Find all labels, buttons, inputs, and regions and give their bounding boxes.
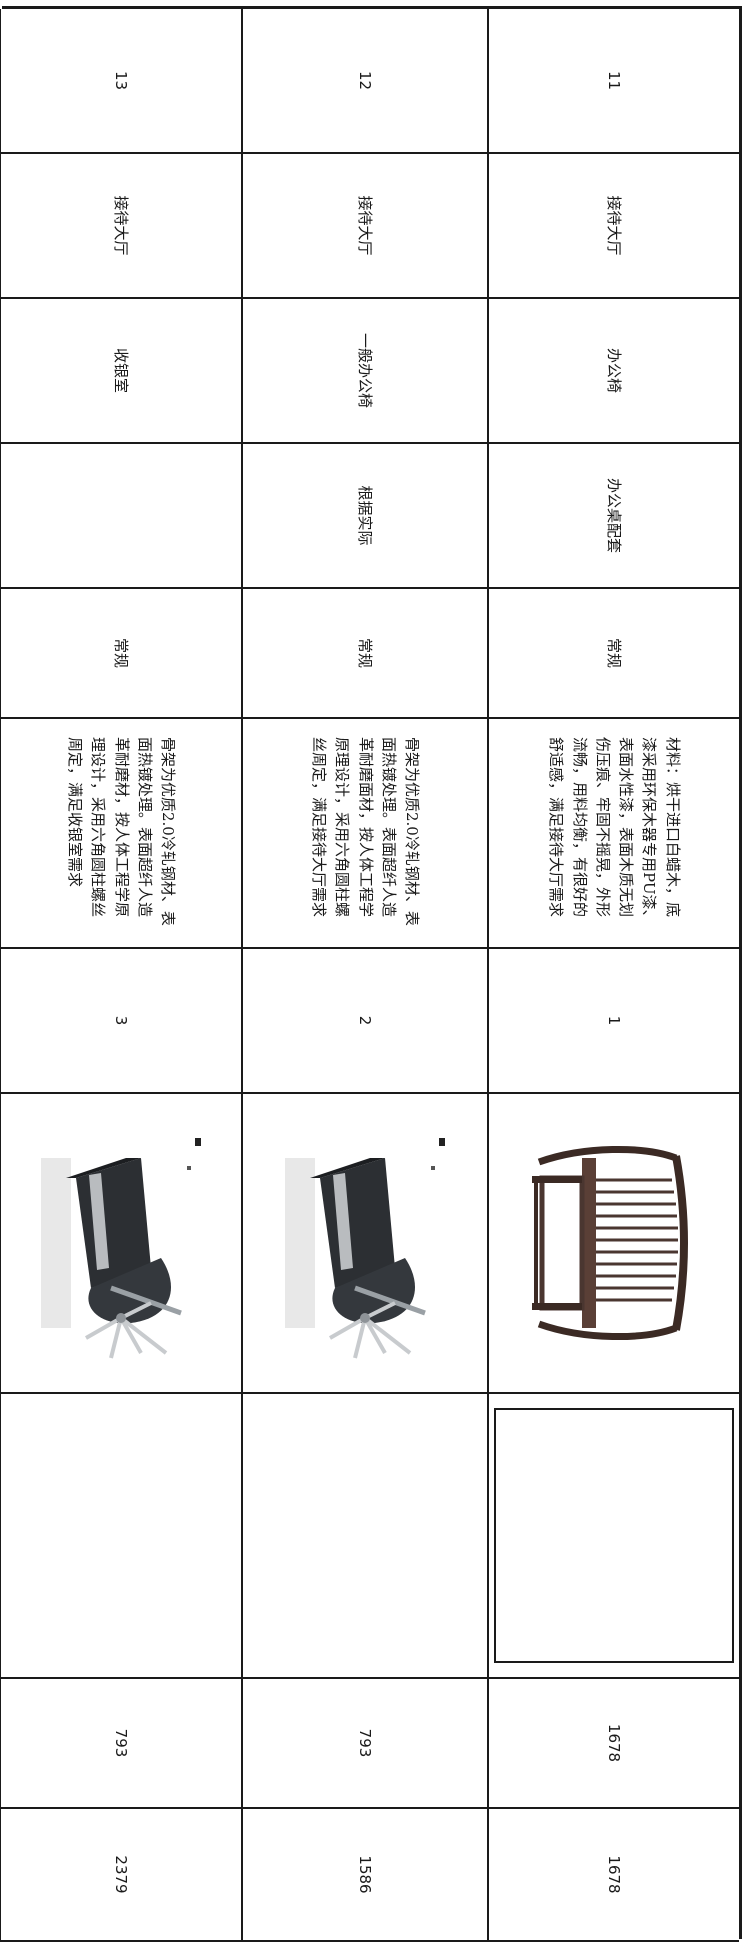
leather-office-chair-icon [265, 1118, 465, 1368]
empty-frame [494, 1408, 734, 1663]
total-price-cell: 1678 [487, 1809, 739, 1942]
material-description-cell: 骨架为优质2.0冷轧钢材、表面热镀处理。表面超纤人造革耐磨材，按人体工程学原理设… [0, 719, 241, 949]
quantity-basis-cell [0, 444, 241, 589]
item-name-cell: 收银室 [0, 299, 241, 444]
blank-cell [0, 1394, 241, 1679]
index-cell: 3 [0, 949, 241, 1094]
location-cell: 接待大厅 [487, 154, 739, 299]
product-image-cell [0, 1094, 241, 1394]
location-cell: 接待大厅 [0, 154, 241, 299]
material-description-cell: 材料：烘干进口白蜡木，底漆采用环保木器专用PU漆、表面水性漆，表面木质无划伤压痕… [487, 719, 739, 949]
index-cell: 1 [487, 949, 739, 1094]
total-price-cell: 2379 [0, 1809, 241, 1942]
row-number: 11 [487, 9, 739, 154]
material-description-cell: 骨架为优质2.0冷轧钢材、表面热镀处理。表面超纤人造革耐磨面材，按人体工程学原理… [241, 719, 487, 949]
row-number: 13 [0, 9, 241, 154]
item-name-cell: 办公椅 [487, 299, 739, 444]
spec-cell: 常规 [0, 589, 241, 719]
blank-cell [487, 1394, 739, 1679]
unit-price-cell: 1678 [487, 1679, 739, 1809]
index-cell: 2 [241, 949, 487, 1094]
spec-cell: 常规 [241, 589, 487, 719]
location-cell: 接待大厅 [241, 154, 487, 299]
spec-cell: 常规 [487, 589, 739, 719]
furniture-spec-table: 11 接待大厅 办公椅 办公桌配套 常规 材料：烘干进口白蜡木，底漆采用环保木器… [0, 6, 742, 1942]
row-number: 12 [241, 9, 487, 154]
leather-office-chair-icon [21, 1118, 221, 1368]
product-image-cell [241, 1094, 487, 1394]
wooden-armchair-icon [514, 1118, 714, 1368]
item-name-cell: 一般办公椅 [241, 299, 487, 444]
blank-cell [241, 1394, 487, 1679]
unit-price-cell: 793 [0, 1679, 241, 1809]
quantity-basis-cell: 根据实际 [241, 444, 487, 589]
total-price-cell: 1586 [241, 1809, 487, 1942]
unit-price-cell: 793 [241, 1679, 487, 1809]
quantity-basis-cell: 办公桌配套 [487, 444, 739, 589]
product-image-cell [487, 1094, 739, 1394]
